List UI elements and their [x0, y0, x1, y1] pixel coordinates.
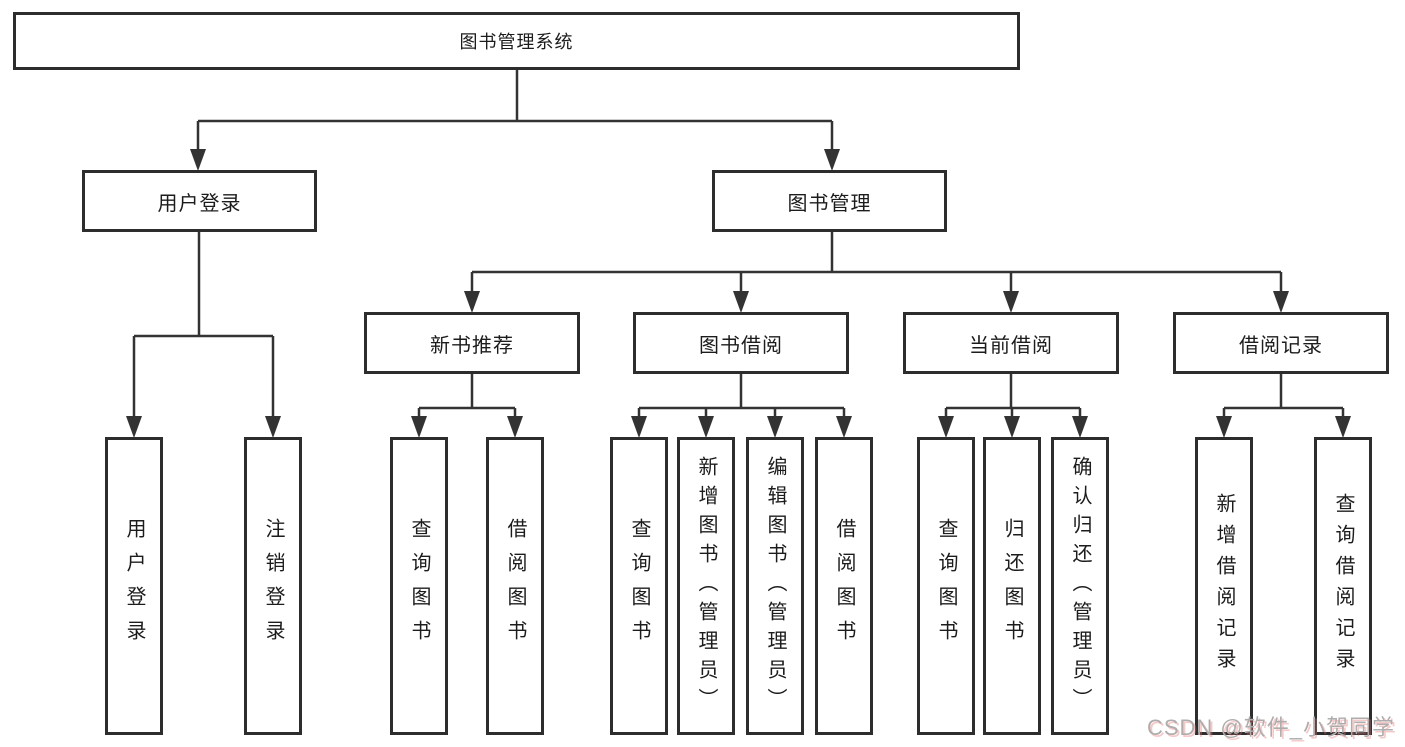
node-label: 借阅图书 — [833, 518, 855, 654]
arrowheads — [126, 149, 1351, 438]
node-label: 编辑图书（管理员） — [764, 455, 786, 717]
leaf-borrow-books: 借阅图书 — [815, 437, 873, 735]
node-label: 归还图书 — [1001, 518, 1023, 654]
node-label: 查询借阅记录 — [1332, 493, 1354, 679]
node-label: 确认归还（管理员） — [1069, 455, 1091, 717]
node-label: 查询图书 — [628, 518, 650, 654]
node-book-borrowing: 图书借阅 — [633, 312, 849, 374]
watermark-csdn: CSDN @软件_小贺同学 — [1146, 715, 1395, 740]
node-label: 查询图书 — [408, 518, 430, 654]
leaf-query-books-current: 查询图书 — [917, 437, 975, 735]
node-label: 图书借阅 — [699, 334, 783, 357]
node-label: 新增图书（管理员） — [695, 455, 717, 717]
leaf-borrow-books-recommend: 借阅图书 — [486, 437, 544, 735]
node-label: 图书管理系统 — [459, 32, 574, 52]
node-label: 借阅图书 — [504, 518, 526, 654]
node-label: 当前借阅 — [969, 334, 1053, 357]
node-user-login: 用户登录 — [82, 170, 317, 232]
node-label: 借阅记录 — [1239, 334, 1323, 357]
node-label: 用户登录 — [157, 192, 242, 215]
leaf-user-login: 用户登录 — [105, 437, 163, 735]
node-borrowing-records: 借阅记录 — [1173, 312, 1389, 374]
leaf-confirm-return-admin: 确认归还（管理员） — [1051, 437, 1109, 735]
node-label: 图书管理 — [787, 192, 872, 215]
node-book-management: 图书管理 — [712, 170, 947, 232]
leaf-query-books-recommend: 查询图书 — [390, 437, 448, 735]
leaf-return-books: 归还图书 — [983, 437, 1041, 735]
node-label: 查询图书 — [935, 518, 957, 654]
connector-segments — [132, 70, 1345, 419]
node-library-management-system: 图书管理系统 — [13, 12, 1020, 70]
leaf-add-book-admin: 新增图书（管理员） — [677, 437, 735, 735]
node-label: 新增借阅记录 — [1213, 493, 1235, 679]
leaf-query-borrow-record: 查询借阅记录 — [1314, 437, 1372, 735]
leaf-query-books-borrowing: 查询图书 — [610, 437, 668, 735]
node-current-borrowing: 当前借阅 — [903, 312, 1119, 374]
node-label: 用户登录 — [123, 518, 145, 654]
leaf-add-borrow-record: 新增借阅记录 — [1195, 437, 1253, 735]
leaf-edit-book-admin: 编辑图书（管理员） — [746, 437, 804, 735]
leaf-logout: 注销登录 — [244, 437, 302, 735]
node-label: 新书推荐 — [430, 334, 514, 357]
node-label: 注销登录 — [262, 518, 284, 654]
node-new-book-recommendation: 新书推荐 — [364, 312, 580, 374]
